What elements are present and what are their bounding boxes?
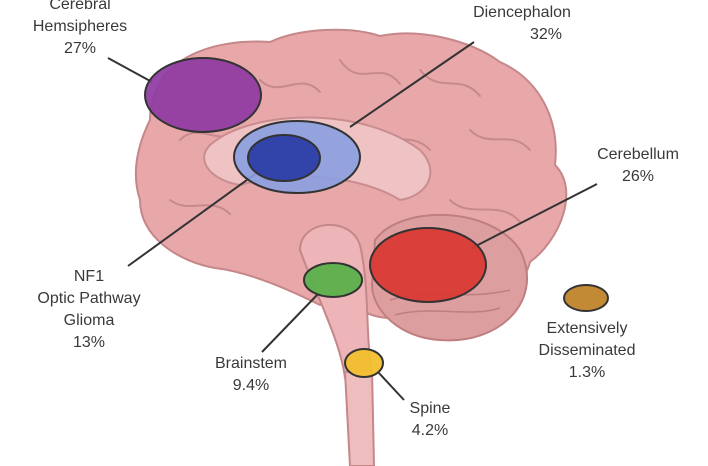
leader-line-diencephalon bbox=[349, 41, 475, 128]
label-disseminated: Extensively Disseminated 1.3% bbox=[522, 318, 652, 384]
label-brainstem: Brainstem 9.4% bbox=[196, 353, 306, 397]
label-optic-line-3: Glioma bbox=[63, 312, 115, 329]
leader-line-cerebellum bbox=[471, 183, 598, 249]
label-optic-percent: 13% bbox=[72, 334, 106, 351]
label-optic: NF1 Optic Pathway Glioma 13% bbox=[14, 266, 164, 354]
label-cerebellum-line-1: Cerebellum bbox=[597, 146, 679, 163]
label-cerebral-line-1: Cerebral bbox=[49, 0, 111, 13]
leader-line-brainstem bbox=[261, 293, 319, 353]
label-cerebellum: Cerebellum 26% bbox=[578, 144, 698, 188]
label-cerebral-line-2: Hemsipheres bbox=[32, 18, 128, 35]
label-spine-percent: 4.2% bbox=[411, 422, 449, 439]
label-spine-line-1: Spine bbox=[409, 400, 451, 417]
region-marker-disseminated bbox=[563, 284, 609, 312]
label-diencephalon-line-1: Diencephalon bbox=[473, 4, 571, 21]
region-marker-brainstem bbox=[303, 262, 363, 298]
brainstem-shape bbox=[298, 223, 374, 380]
leader-line-spine bbox=[377, 371, 405, 401]
region-marker-cerebral bbox=[144, 57, 262, 133]
label-disseminated-line-2: Disseminated bbox=[538, 342, 636, 359]
region-marker-cerebellum bbox=[369, 227, 487, 303]
label-cerebral-percent: 27% bbox=[63, 40, 97, 57]
leader-line-optic bbox=[127, 171, 259, 267]
label-cerebral: Cerebral Hemsipheres 27% bbox=[15, 0, 145, 60]
label-optic-line-1: NF1 bbox=[73, 268, 105, 285]
label-disseminated-line-1: Extensively bbox=[546, 320, 628, 337]
label-spine: Spine 4.2% bbox=[385, 398, 475, 442]
label-brainstem-percent: 9.4% bbox=[232, 377, 270, 394]
spinal-cord bbox=[343, 368, 376, 466]
region-marker-optic bbox=[247, 134, 321, 182]
label-diencephalon-percent: 32% bbox=[529, 26, 563, 43]
label-cerebellum-percent: 26% bbox=[621, 168, 655, 185]
label-brainstem-line-1: Brainstem bbox=[214, 355, 288, 372]
leader-line-cerebral bbox=[107, 57, 153, 83]
region-marker-spine bbox=[344, 348, 384, 378]
label-optic-line-2: Optic Pathway bbox=[37, 290, 141, 307]
leader-lines bbox=[107, 41, 598, 401]
label-diencephalon: Diencephalon 32% bbox=[452, 2, 592, 46]
label-disseminated-percent: 1.3% bbox=[568, 364, 606, 381]
